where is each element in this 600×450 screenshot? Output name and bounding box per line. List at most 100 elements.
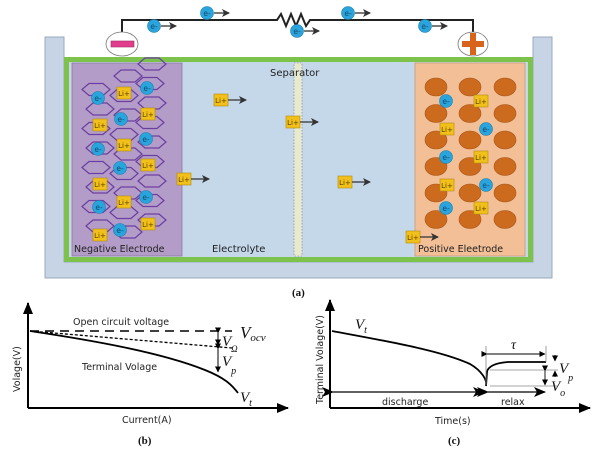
- particle-icon: [424, 104, 448, 123]
- ion-label: Li+: [407, 234, 419, 242]
- electron-label: e-: [142, 193, 150, 202]
- electron-label: e-: [142, 135, 150, 144]
- ion-label: Li+: [142, 111, 154, 119]
- electron-icon: [290, 24, 304, 38]
- c-terminal-voltage-curve: [331, 330, 487, 386]
- panel-a: Separator Electrolyte Negative Electrode…: [44, 6, 553, 299]
- wire-electrons: e-e-e-e-e-: [147, 6, 448, 38]
- electron-icon: [341, 6, 355, 20]
- lithium-ion-icon: [116, 195, 132, 209]
- electron-icon: [91, 142, 105, 156]
- particle-icon: [493, 210, 517, 229]
- hexagon-icon: [85, 141, 115, 155]
- particle-icon: [493, 104, 517, 123]
- electron-label: e-: [94, 94, 102, 103]
- electron-label: e-: [95, 203, 103, 212]
- lithium-ion-icon: [140, 217, 156, 231]
- caption-a: (a): [292, 287, 305, 299]
- particle-icon: [458, 130, 482, 150]
- negative-terminal: [105, 31, 139, 57]
- particle-icon: [493, 77, 517, 97]
- particle-icon: [458, 77, 482, 97]
- electrolyte-label: Electrolyte: [212, 244, 265, 255]
- lithium-ion-icon: [92, 118, 108, 132]
- electron-label: e-: [482, 181, 490, 190]
- ion-label: Li+: [94, 232, 106, 240]
- electron-label: e-: [293, 27, 301, 36]
- ion-label: Li+: [475, 205, 487, 213]
- ion-label: Li+: [287, 119, 299, 127]
- particle-icon: [424, 210, 448, 229]
- ion-label: Li+: [94, 122, 106, 130]
- c-xlabel: Time(s): [434, 416, 471, 427]
- electron-label: e-: [421, 22, 429, 31]
- separator: [293, 62, 303, 257]
- b-ylabel: Volage(V): [12, 346, 23, 392]
- lithium-ion-icon: [92, 228, 108, 242]
- hexagon-icon: [137, 57, 167, 71]
- ion-label: Li+: [441, 182, 453, 190]
- electron-icon: [113, 161, 127, 175]
- lithium-ion-icon: [140, 107, 156, 121]
- electron-label: e-: [116, 226, 124, 235]
- electron-icon: [439, 150, 453, 164]
- electron-icon: [114, 112, 128, 126]
- electron-icon: [418, 19, 432, 33]
- electron-label: e-: [94, 145, 102, 154]
- ion-label: Li+: [215, 97, 227, 105]
- caption-c: (c): [448, 435, 461, 447]
- lithium-ions: Li+ Li+ Li+ Li+ Li+ Li+ Li+ Li+ Li+ Li+ Li+ Li+ Li+ L…: [92, 86, 489, 244]
- ion-label: Li+: [118, 142, 130, 150]
- lithium-ion-icon: [116, 138, 132, 152]
- lithium-ion-icon: [116, 86, 132, 100]
- ocv-label: Open circuit voltage: [73, 317, 169, 328]
- lithium-ion-icon: [473, 150, 489, 164]
- particle-icon: [458, 210, 482, 229]
- electron-icon: [147, 19, 161, 33]
- positive-electrode-label: Positive Eleetrode: [418, 244, 503, 255]
- electron-label: e-: [482, 125, 490, 134]
- electron-icon: [139, 132, 153, 146]
- particle-icon: [458, 104, 482, 123]
- electron-label: e-: [150, 22, 158, 31]
- particle-icon: [493, 183, 517, 203]
- hexagon-icon: [85, 102, 115, 116]
- electron-icon: [113, 223, 127, 237]
- c-ylabel: Terminal Volage(V): [315, 315, 326, 405]
- ion-label: Li+: [441, 126, 453, 134]
- particle-icon: [493, 130, 517, 150]
- v-omega-label: VΩ: [222, 334, 238, 354]
- particle-icon: [424, 77, 448, 97]
- electron-icon: [439, 201, 453, 215]
- ion-label: Li+: [94, 181, 106, 189]
- v-p-label: Vp: [222, 354, 236, 377]
- electron-icon: [200, 6, 214, 20]
- electron-label: e-: [143, 84, 151, 93]
- discharge-label: discharge: [382, 397, 428, 408]
- ohmic-line: [29, 330, 233, 349]
- ion-label: Li+: [475, 154, 487, 162]
- ion-label: Li+: [142, 221, 154, 229]
- lithium-ion-icon: [439, 178, 455, 192]
- lithium-ion-icon: [439, 122, 455, 136]
- hexagon-icon: [81, 82, 111, 97]
- terminal-voltage-label: Terminal Volage: [81, 362, 157, 373]
- panel-b: Volage(V) Current(A) (b) Open circuit vo…: [12, 302, 289, 447]
- electron-label: e-: [442, 97, 450, 106]
- positive-terminal: [457, 31, 489, 57]
- electron-label: e-: [117, 115, 125, 124]
- electron-icon: [139, 190, 153, 204]
- ion-label: Li+: [339, 179, 351, 187]
- particle-icon: [493, 157, 517, 176]
- electron-icon: [479, 178, 493, 192]
- ion-label: Li+: [142, 162, 154, 170]
- lithium-ion-icon: [473, 201, 489, 215]
- electron-icon: [92, 200, 106, 214]
- terminal-voltage-curve: [29, 330, 239, 394]
- hexagon-icon: [113, 69, 143, 83]
- v-t-label: Vt: [240, 390, 252, 409]
- minus-icon: [110, 40, 135, 48]
- ion-label: Li+: [178, 176, 190, 184]
- electron-label: e-: [344, 9, 352, 18]
